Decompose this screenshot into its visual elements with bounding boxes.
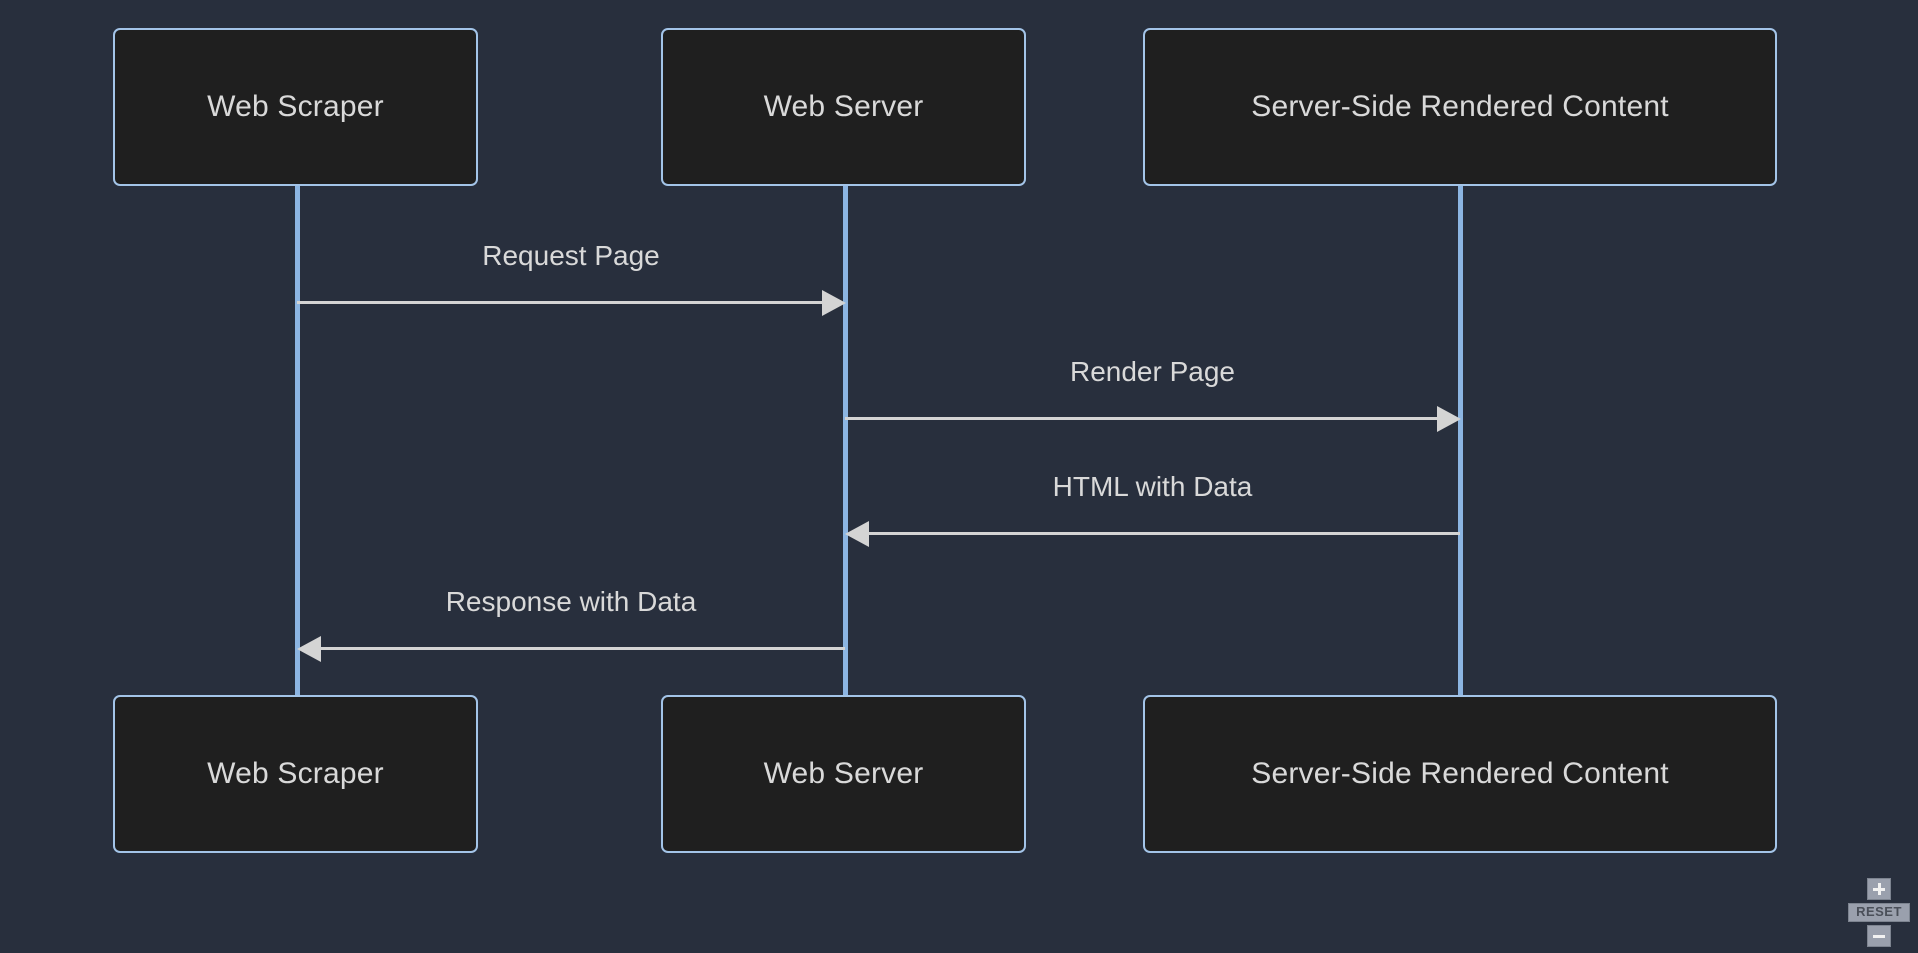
message-label-render-page: Render Page [1069,356,1235,387]
plus-icon-vertical-bar [1877,883,1881,895]
minus-icon-horizontal-bar [1873,934,1885,938]
participant-box-top-ssr-content[interactable]: Server-Side Rendered Content [1143,28,1777,186]
message-label-request-page: Request Page [482,240,660,271]
arrowhead-right-render-page [1437,406,1461,432]
message-line-render-page [845,417,1439,420]
participant-label: Server-Side Rendered Content [1251,757,1669,790]
participant-box-top-web-scraper[interactable]: Web Scraper [113,28,478,186]
lifeline-web-server [843,186,848,697]
zoom-in-button[interactable] [1867,878,1891,900]
arrowhead-left-html-with-data [845,521,869,547]
arrowhead-left-response-with-data [297,636,321,662]
zoom-out-button[interactable] [1867,925,1891,947]
participant-label: Web Scraper [207,757,384,790]
message-label-html-with-data: HTML with Data [1052,471,1253,502]
participant-label: Server-Side Rendered Content [1251,90,1669,123]
zoom-controls: RESET [1848,878,1910,947]
zoom-reset-button[interactable]: RESET [1848,903,1910,922]
participant-box-top-web-server[interactable]: Web Server [661,28,1026,186]
participant-box-bottom-ssr-content[interactable]: Server-Side Rendered Content [1143,695,1777,853]
message-label-response-with-data: Response with Data [445,586,697,617]
participant-box-bottom-web-server[interactable]: Web Server [661,695,1026,853]
lifeline-web-scraper [295,186,300,697]
message-line-request-page [297,301,824,304]
participant-box-bottom-web-scraper[interactable]: Web Scraper [113,695,478,853]
participant-label: Web Server [763,757,924,790]
participant-label: Web Server [763,90,924,123]
participant-label: Web Scraper [207,90,384,123]
message-line-response-with-data [321,647,845,650]
arrowhead-right-request-page [822,290,846,316]
message-line-html-with-data [869,532,1460,535]
lifeline-ssr-content [1458,186,1463,697]
